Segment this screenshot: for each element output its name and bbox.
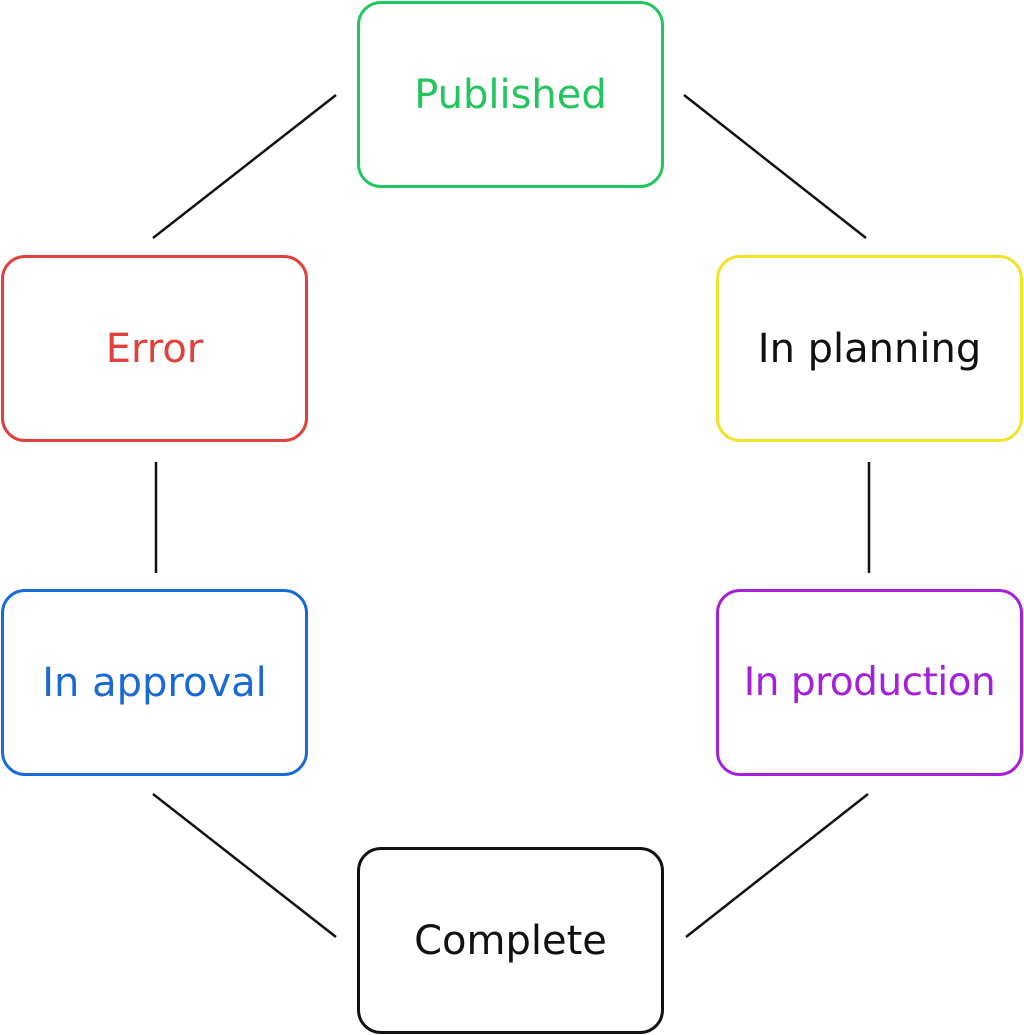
edge-error-published xyxy=(152,94,337,239)
node-published[interactable]: Published xyxy=(357,1,664,188)
node-error[interactable]: Error xyxy=(1,255,308,442)
node-label-error: Error xyxy=(105,325,204,372)
node-label-in-planning: In planning xyxy=(757,325,982,372)
node-complete[interactable]: Complete xyxy=(357,847,664,1034)
node-in-production[interactable]: In production xyxy=(716,589,1023,776)
node-label-in-approval: In approval xyxy=(42,659,267,706)
edge-complete-in-approval xyxy=(152,793,337,938)
node-label-in-production: In production xyxy=(743,660,996,705)
edge-in-production-complete xyxy=(685,793,869,938)
node-label-published: Published xyxy=(414,71,607,118)
edge-published-in-planning xyxy=(683,94,867,239)
node-in-planning[interactable]: In planning xyxy=(716,255,1023,442)
node-in-approval[interactable]: In approval xyxy=(1,589,308,776)
node-label-complete: Complete xyxy=(414,917,607,964)
